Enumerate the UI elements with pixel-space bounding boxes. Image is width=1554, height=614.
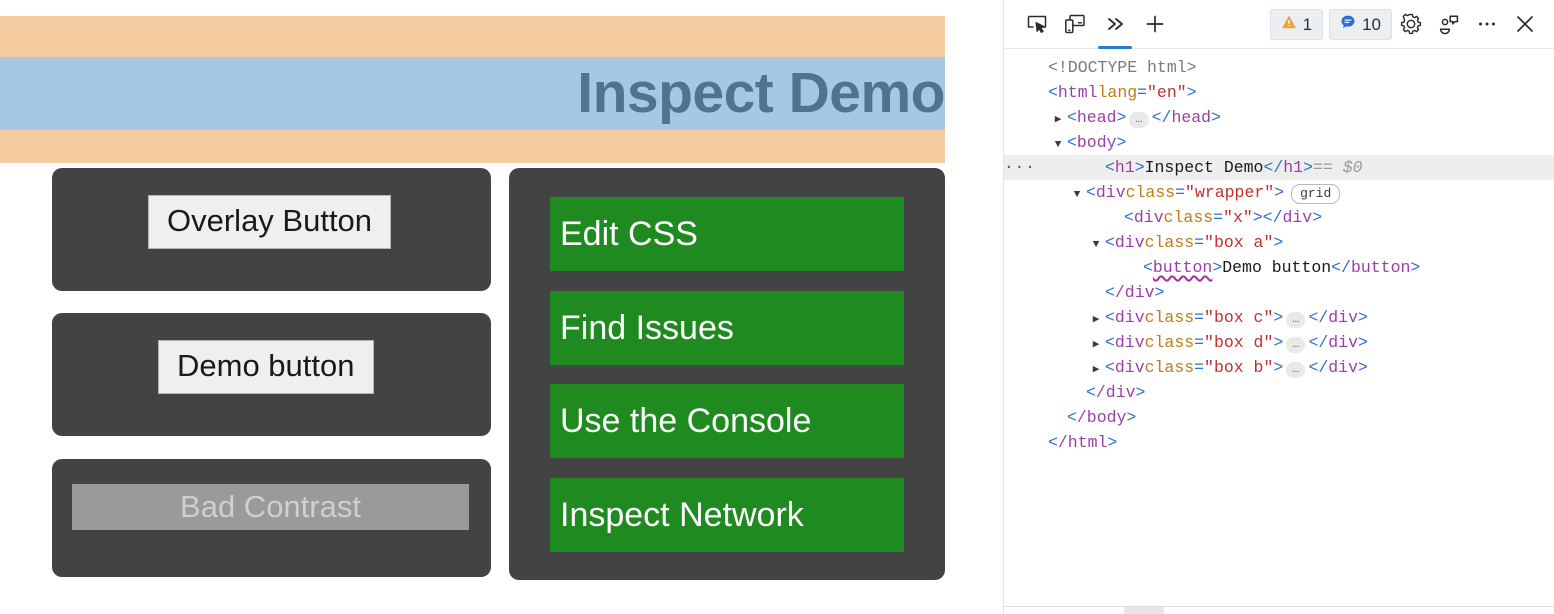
dom-row-box-a[interactable]: ▼<div class="box a"> <box>1004 230 1554 255</box>
dom-tag-name: body <box>1076 133 1117 152</box>
warning-triangle-icon <box>1281 14 1297 35</box>
dom-tree[interactable]: <!DOCTYPE html> <html lang="en">▶<head>…<… <box>1004 49 1554 605</box>
twisty-expanded-icon[interactable]: ▼ <box>1073 189 1081 201</box>
settings-gear-icon[interactable] <box>1392 7 1430 41</box>
dom-row-body-open[interactable]: ▼<body> <box>1004 130 1554 155</box>
dom-closing-tag: < <box>1105 283 1115 302</box>
dom-row-html-open[interactable]: <html lang="en"> <box>1004 80 1554 105</box>
collapsed-children-icon[interactable]: … <box>1286 337 1306 353</box>
messages-badge[interactable]: 10 <box>1329 8 1392 40</box>
dom-attr-name[interactable]: class <box>1144 333 1195 352</box>
dom-tag-name: button <box>1152 258 1213 277</box>
twisty-collapsed-icon[interactable]: ▶ <box>1054 114 1062 126</box>
dom-closing-tag: < <box>1086 383 1096 402</box>
more-tabs-icon[interactable] <box>1094 7 1136 49</box>
messages-count: 10 <box>1362 14 1381 34</box>
twisty-collapsed-icon[interactable]: ▶ <box>1092 364 1100 376</box>
dom-row-gutter-ellipsis[interactable]: ··· <box>1004 158 1036 176</box>
dom-tag-name: div <box>1114 358 1145 377</box>
edit-css-button[interactable]: Edit CSS <box>550 197 904 271</box>
dom-attr-value[interactable]: "box a" <box>1204 233 1274 252</box>
dom-row-demo-button-node[interactable]: <button>Demo button</button> <box>1004 255 1554 280</box>
dom-tag-name: div <box>1114 333 1145 352</box>
overlay-button[interactable]: Overlay Button <box>148 195 392 249</box>
dom-attr-name[interactable]: class <box>1125 183 1176 202</box>
device-emulation-icon[interactable] <box>1056 7 1094 41</box>
dom-attr-value[interactable]: "en" <box>1147 83 1187 102</box>
warnings-badge[interactable]: 1 <box>1269 8 1324 40</box>
message-bubble-icon <box>1340 14 1356 35</box>
dom-attr-name[interactable]: class <box>1163 208 1214 227</box>
dom-closing-tag: < <box>1048 433 1058 452</box>
heading-blue-stripe <box>0 57 945 130</box>
dom-row-box-x[interactable]: <div class="x"></div> <box>1004 205 1554 230</box>
dom-row-h1[interactable]: ···<h1>Inspect Demo</h1> == $0 <box>1004 155 1554 180</box>
warnings-count: 1 <box>1302 14 1313 34</box>
page-viewport: Inspect Demo Overlay Button Demo button … <box>0 16 945 588</box>
dom-tag-name: div <box>1095 183 1126 202</box>
devtools-panel: 1 10 <box>1003 0 1554 614</box>
dom-tag-name: head <box>1076 108 1117 127</box>
dom-attr-name[interactable]: lang <box>1097 83 1138 102</box>
inspect-network-button[interactable]: Inspect Network <box>550 478 904 552</box>
dom-attr-value[interactable]: "box b" <box>1204 358 1274 377</box>
dom-tag-name: div <box>1114 308 1145 327</box>
dom-row-html-close[interactable]: </html> <box>1004 430 1554 455</box>
twisty-expanded-icon[interactable]: ▼ <box>1092 239 1100 251</box>
dom-row-box-a-close[interactable]: </div> <box>1004 280 1554 305</box>
dom-attr-name[interactable]: class <box>1144 358 1195 377</box>
dom-tag-name: html <box>1057 83 1098 102</box>
dom-row-head[interactable]: ▶<head>…</head> <box>1004 105 1554 130</box>
twisty-collapsed-icon[interactable]: ▶ <box>1092 339 1100 351</box>
dom-row-box-b[interactable]: ▶<div class="box b">…</div> <box>1004 355 1554 380</box>
collapsed-children-icon[interactable]: … <box>1286 312 1306 328</box>
close-icon[interactable] <box>1506 7 1544 41</box>
dom-doctype: <!DOCTYPE html> <box>1048 58 1197 77</box>
dom-attr-value[interactable]: "box c" <box>1204 308 1274 327</box>
dom-row-box-d[interactable]: ▶<div class="box d">…</div> <box>1004 330 1554 355</box>
dom-text-node[interactable]: Demo button <box>1222 258 1332 277</box>
grid-wrapper: Overlay Button Demo button Bad Contrast … <box>52 168 945 588</box>
dom-selected-ref: == $0 <box>1312 158 1363 177</box>
inspect-element-icon[interactable] <box>1018 7 1056 41</box>
twisty-collapsed-icon[interactable]: ▶ <box>1092 314 1100 326</box>
dom-attr-value[interactable]: "box d" <box>1204 333 1274 352</box>
dom-tag-name: div <box>1133 208 1164 227</box>
collapsed-children-icon[interactable]: … <box>1129 112 1149 128</box>
page-title: Inspect Demo <box>577 61 945 125</box>
dom-attr-name[interactable]: class <box>1144 308 1195 327</box>
collapsed-children-icon[interactable]: … <box>1286 362 1306 378</box>
dom-tag-name: h1 <box>1114 158 1135 177</box>
dom-tag-name: div <box>1114 233 1145 252</box>
dom-row-wrapper-close[interactable]: </div> <box>1004 380 1554 405</box>
bad-contrast-button[interactable]: Bad Contrast <box>72 484 469 530</box>
dom-closing-tag: < <box>1067 408 1077 427</box>
dom-row-box-c[interactable]: ▶<div class="box c">…</div> <box>1004 305 1554 330</box>
box-b: Demo button <box>52 313 491 436</box>
page-title-banner: Inspect Demo <box>0 16 945 163</box>
find-issues-button[interactable]: Find Issues <box>550 291 904 365</box>
dom-attr-value[interactable]: "x" <box>1223 208 1253 227</box>
add-tab-icon[interactable] <box>1136 7 1174 41</box>
dom-row-doctype[interactable]: <!DOCTYPE html> <box>1004 55 1554 80</box>
box-d: Edit CSS Find Issues Use the Console Ins… <box>509 168 945 580</box>
demo-button[interactable]: Demo button <box>158 340 374 394</box>
box-c: Bad Contrast <box>52 459 491 577</box>
devtools-toolbar: 1 10 <box>1004 0 1554 49</box>
more-options-icon[interactable] <box>1468 7 1506 41</box>
dom-attr-value[interactable]: "wrapper" <box>1185 183 1275 202</box>
dom-row-wrapper[interactable]: ▼<div class="wrapper">grid <box>1004 180 1554 205</box>
dock-gap <box>945 0 1003 614</box>
box-a: Overlay Button <box>52 168 491 291</box>
feedback-icon[interactable] <box>1430 7 1468 41</box>
dom-row-body-close[interactable]: </body> <box>1004 405 1554 430</box>
use-the-console-button[interactable]: Use the Console <box>550 384 904 458</box>
drawer-tab-stub[interactable] <box>1124 607 1164 614</box>
drawer-divider <box>1004 606 1554 607</box>
dom-text-node[interactable]: Inspect Demo <box>1144 158 1264 177</box>
dom-attr-name[interactable]: class <box>1144 233 1195 252</box>
twisty-expanded-icon[interactable]: ▼ <box>1054 139 1062 151</box>
grid-badge[interactable]: grid <box>1291 184 1341 204</box>
